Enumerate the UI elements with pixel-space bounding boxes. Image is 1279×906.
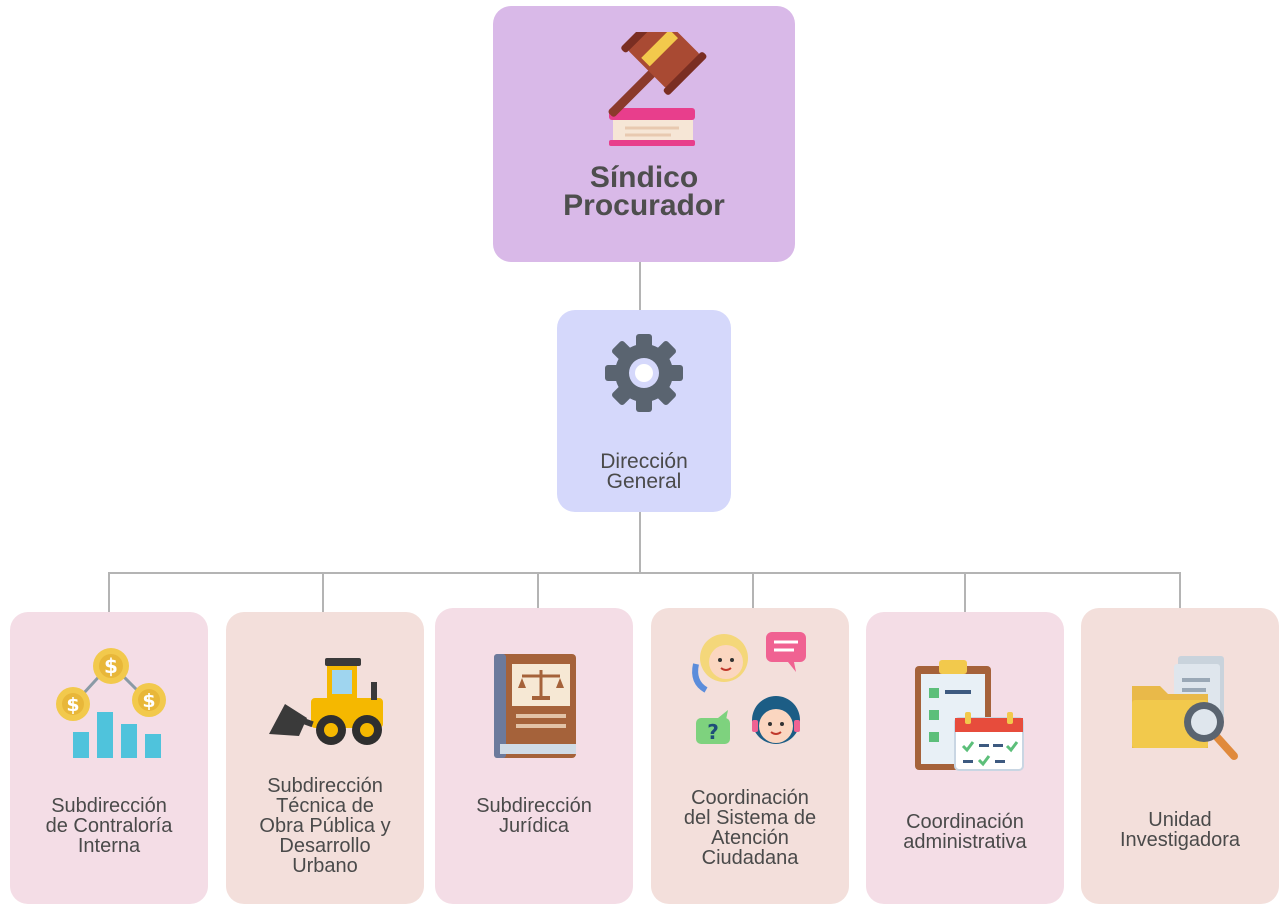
- node-label: Subdirección Jurídica: [476, 795, 592, 837]
- node-subdireccion-contraloria: $ $ $ Subdirección de Contraloría Intern…: [10, 612, 208, 904]
- node-label: Subdirección de Contraloría Interna: [45, 795, 173, 857]
- node-direccion-general: Dirección General: [557, 310, 731, 512]
- customer-support-icon: ?: [692, 632, 806, 744]
- finance-chart-icon: $ $ $: [56, 648, 166, 758]
- node-label: Subdirección Técnica de Obra Pública y D…: [259, 775, 391, 877]
- svg-text:$: $: [104, 654, 118, 678]
- gavel-book-icon: [608, 32, 707, 146]
- folder-search-icon: [1132, 656, 1238, 760]
- law-book-icon: [494, 654, 576, 758]
- clipboard-calendar-icon: [915, 660, 1024, 771]
- connector-root-direction: [639, 262, 641, 310]
- connector-unit-1: [108, 572, 110, 612]
- node-coordinacion-administrativa: Coordinación administrativa: [866, 612, 1064, 904]
- node-unidad-investigadora: Unidad Investigadora: [1081, 608, 1279, 904]
- connector-direction-bus: [639, 512, 641, 573]
- node-label: Coordinación administrativa: [903, 811, 1027, 853]
- svg-text:?: ?: [707, 720, 719, 744]
- node-subdireccion-obra-publica: Subdirección Técnica de Obra Pública y D…: [226, 612, 424, 904]
- gear-icon: [605, 334, 683, 412]
- node-label: Dirección General: [600, 450, 688, 493]
- node-coordinacion-atencion-ciudadana: ? Coordinación del Sistema de Atención C…: [651, 608, 849, 904]
- bulldozer-icon: [269, 658, 383, 745]
- connector-unit-6: [1179, 572, 1181, 608]
- node-subdireccion-juridica: Subdirección Jurídica: [435, 608, 633, 904]
- node-title: Síndico Procurador: [563, 161, 725, 222]
- connector-horizontal-bus: [108, 572, 1181, 574]
- connector-unit-2: [322, 572, 324, 612]
- node-sindico-procurador: Síndico Procurador: [493, 6, 795, 262]
- connector-unit-3: [537, 572, 539, 608]
- node-label: Coordinación del Sistema de Atención Ciu…: [683, 787, 817, 869]
- svg-text:$: $: [142, 690, 155, 712]
- svg-text:$: $: [66, 694, 79, 716]
- node-label: Unidad Investigadora: [1119, 809, 1241, 851]
- connector-unit-5: [964, 572, 966, 612]
- connector-unit-4: [752, 572, 754, 608]
